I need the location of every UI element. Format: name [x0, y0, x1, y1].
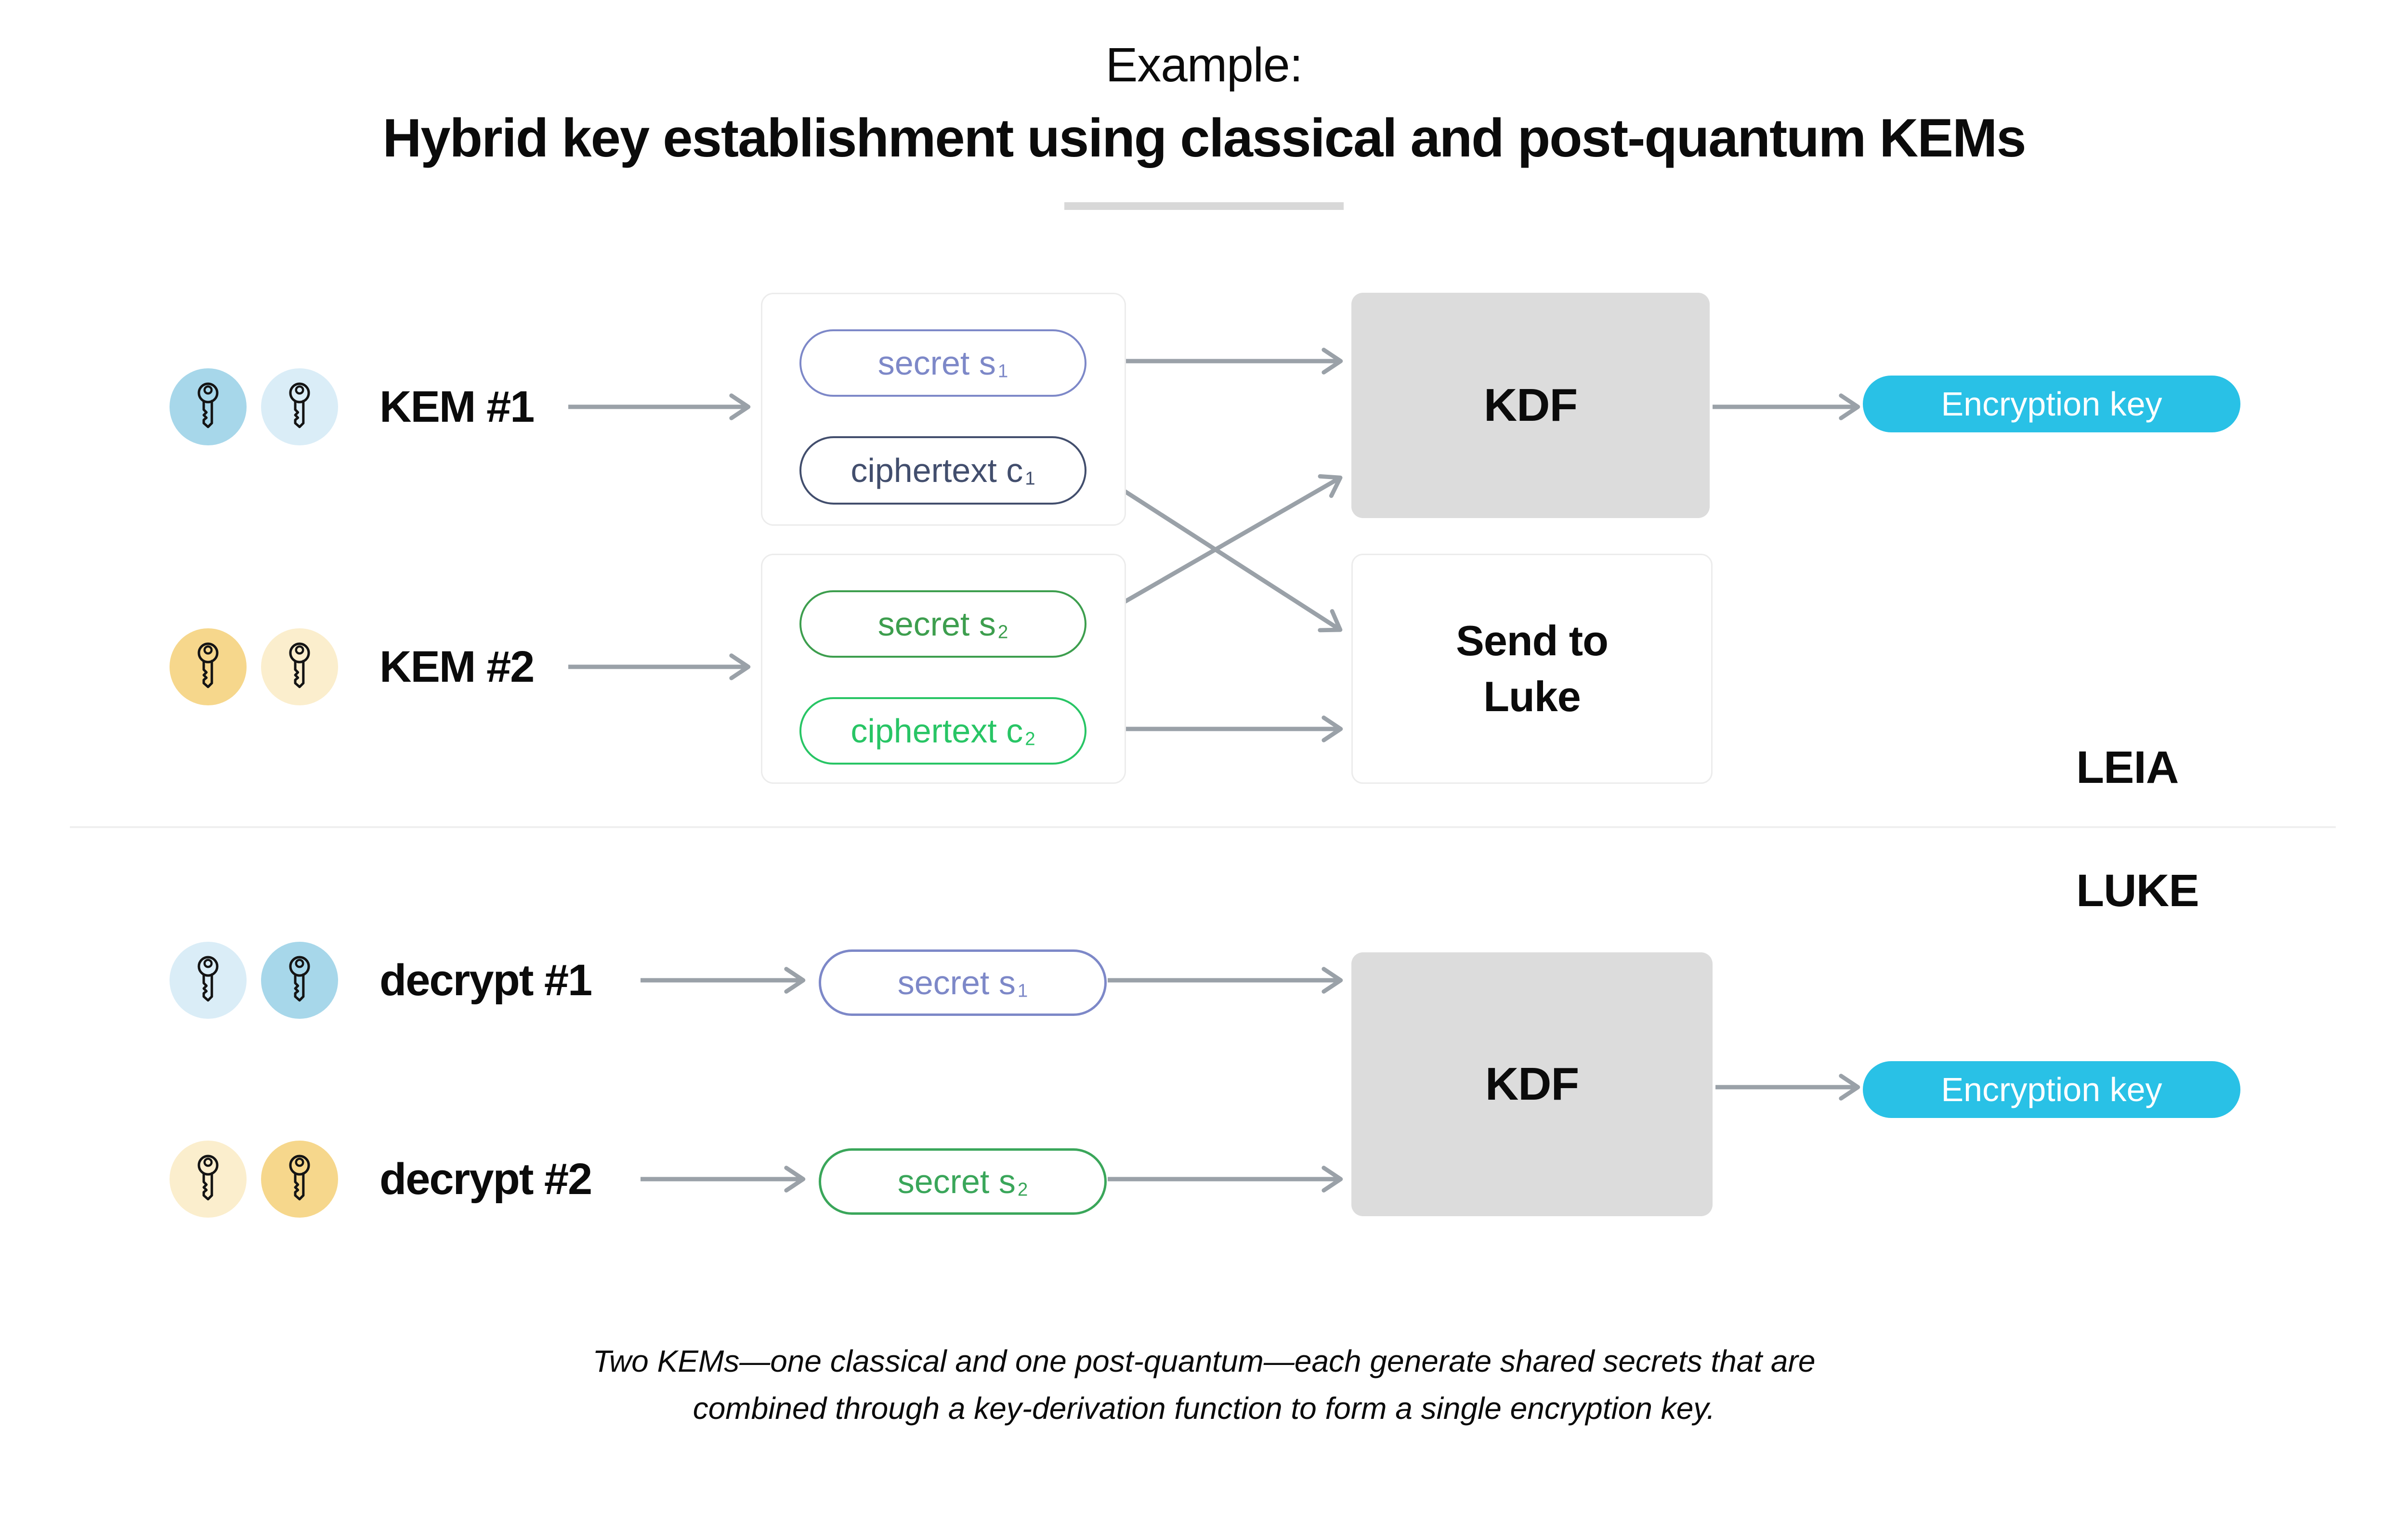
secret-s2-luke-sub: 2 [1017, 1179, 1028, 1200]
key-icon [191, 379, 225, 435]
title-underline [1064, 202, 1344, 210]
key-icon [191, 1151, 225, 1208]
actor-leia: LEIA [2076, 742, 2179, 793]
key-icon [283, 639, 316, 695]
actor-luke: LUKE [2076, 865, 2199, 916]
send-to-luke-box: Send to Luke [1351, 554, 1713, 784]
secret-s2-luke-text: secret s [897, 1163, 1016, 1200]
secret-s1-sub: 1 [997, 361, 1008, 382]
key-badge [170, 1141, 247, 1218]
secret-s1-luke-text: secret s [897, 964, 1016, 1001]
ciphertext-c1-sub: 1 [1025, 468, 1035, 489]
send-to-luke-label: Send to Luke [1456, 613, 1609, 725]
kdf-box-luke: KDF [1351, 952, 1713, 1216]
key-icon [283, 952, 316, 1009]
arrow-secret2-to-kdf [1088, 474, 1343, 624]
send-line1: Send to [1456, 616, 1609, 664]
kdf-label-luke: KDF [1485, 1058, 1579, 1110]
send-line2: Luke [1483, 673, 1581, 720]
kdf-label-leia: KDF [1483, 379, 1578, 431]
secret-s2-text: secret s [877, 605, 996, 643]
secret-s1-text: secret s [877, 344, 996, 382]
section-divider [70, 826, 2336, 828]
encryption-key-label-bottom: Encryption key [1941, 1071, 2162, 1108]
key-badge [170, 942, 247, 1019]
key-icon [191, 952, 225, 1009]
caption-line2: combined through a key-derivation functi… [693, 1391, 1715, 1426]
title-eyebrow: Example: [1105, 38, 1303, 92]
secret-s2-sub: 2 [997, 622, 1008, 643]
encryption-key-pill-bottom: Encryption key [1863, 1061, 2240, 1118]
key-icon [283, 379, 316, 435]
caption-line1: Two KEMs—one classical and one post-quan… [592, 1344, 1816, 1378]
ciphertext-c2-text: ciphertext c [851, 712, 1023, 750]
secret-s1-luke-sub: 1 [1017, 980, 1028, 1001]
decrypt1-label: decrypt #1 [380, 956, 592, 1005]
page-title: Hybrid key establishment using classical… [382, 108, 2026, 168]
encryption-key-label-top: Encryption key [1941, 385, 2162, 423]
kem1-label: KEM #1 [380, 382, 535, 431]
key-badge [261, 1141, 338, 1218]
encryption-key-pill-top: Encryption key [1863, 376, 2240, 432]
kem2-label: KEM #2 [380, 642, 535, 691]
kdf-box-leia: KDF [1351, 293, 1710, 518]
key-badge [170, 628, 247, 705]
key-badge [261, 368, 338, 445]
decrypt2-label: decrypt #2 [380, 1155, 592, 1204]
key-badge [170, 368, 247, 445]
ciphertext-c1-text: ciphertext c [851, 452, 1023, 489]
key-icon [191, 639, 225, 695]
key-icon [283, 1151, 316, 1208]
key-badge [261, 628, 338, 705]
key-badge [261, 942, 338, 1019]
arrow-ciphertext1-to-send [1088, 467, 1343, 633]
ciphertext-c2-sub: 2 [1025, 728, 1035, 750]
